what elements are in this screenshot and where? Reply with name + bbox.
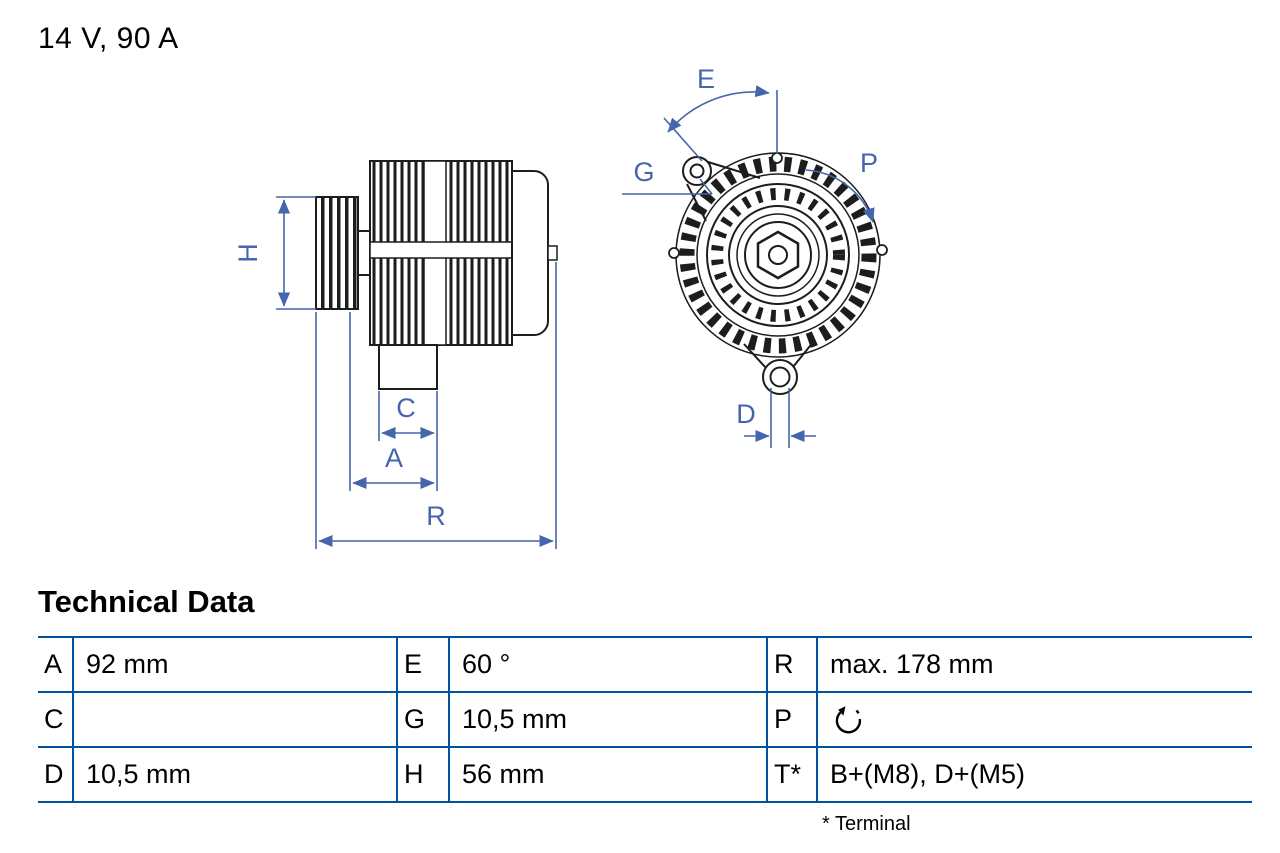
dim-label-c: C [396, 393, 416, 423]
left-ear-hole [668, 247, 680, 259]
dim-key-r: R [766, 638, 816, 693]
cooling-fin-ring [679, 156, 877, 354]
dim-value-t: B+(M8), D+(M5) [816, 748, 1252, 803]
alternator-technical-drawing: H C A R [233, 64, 888, 549]
dim-label-e: E [697, 64, 715, 94]
dim-value-d: 10,5 mm [72, 748, 396, 803]
dim-key-c: C [38, 693, 72, 748]
dim-key-h: H [396, 748, 448, 803]
stator-band [369, 241, 513, 259]
front-view [668, 152, 888, 395]
dim-label-h: H [233, 243, 263, 263]
dim-label-a: A [385, 443, 403, 473]
dim-value-e: 60 ° [448, 638, 766, 693]
rotation-arrow [805, 169, 875, 223]
dim-value-c [72, 693, 396, 748]
dim-label-d: D [736, 399, 756, 429]
dim-value-h: 56 mm [448, 748, 766, 803]
technical-data-title: Technical Data [38, 584, 255, 619]
shaft-center [768, 245, 788, 265]
shaft-spacer [357, 230, 371, 276]
dim-key-p: P [766, 693, 816, 748]
shaft-nut [756, 230, 800, 280]
pulley [315, 196, 359, 310]
vent-slot-ring [711, 188, 845, 322]
terminal-footnote: * Terminal [822, 813, 911, 835]
dim-label-g: G [633, 157, 654, 187]
dim-label-p: P [860, 148, 878, 178]
mounting-hole-top [689, 163, 705, 179]
front-view-dimensions: E G P D [622, 64, 878, 448]
dim-key-t: T* [766, 748, 816, 803]
right-ear-hole [876, 244, 888, 256]
dim-key-g: G [396, 693, 448, 748]
terminal-stub [547, 245, 558, 261]
dim-label-r: R [426, 501, 446, 531]
dim-value-p [816, 693, 1252, 748]
technical-data-section: Technical Data A 92 mm E 60 ° R max. 178… [38, 584, 1252, 836]
product-rating: 14 V, 90 A [38, 22, 179, 55]
top-ear-hole [771, 152, 783, 164]
side-view-dimensions: H C A R [233, 196, 557, 549]
technical-data-table: A 92 mm E 60 ° R max. 178 mm C G 10,5 mm… [38, 636, 1252, 803]
mounting-hole-bottom [769, 366, 791, 388]
dim-value-a: 92 mm [72, 638, 396, 693]
mounting-foot [378, 344, 438, 390]
dim-key-e: E [396, 638, 448, 693]
dim-value-r: max. 178 mm [816, 638, 1252, 693]
dim-key-d: D [38, 748, 72, 803]
mounting-lug-bottom [762, 359, 798, 395]
dim-key-a: A [38, 638, 72, 693]
dim-value-g: 10,5 mm [448, 693, 766, 748]
rear-end-cap [511, 170, 549, 336]
side-view: H C A R [233, 160, 558, 549]
rotation-direction-icon [835, 705, 862, 733]
mounting-lug-top [682, 156, 712, 186]
